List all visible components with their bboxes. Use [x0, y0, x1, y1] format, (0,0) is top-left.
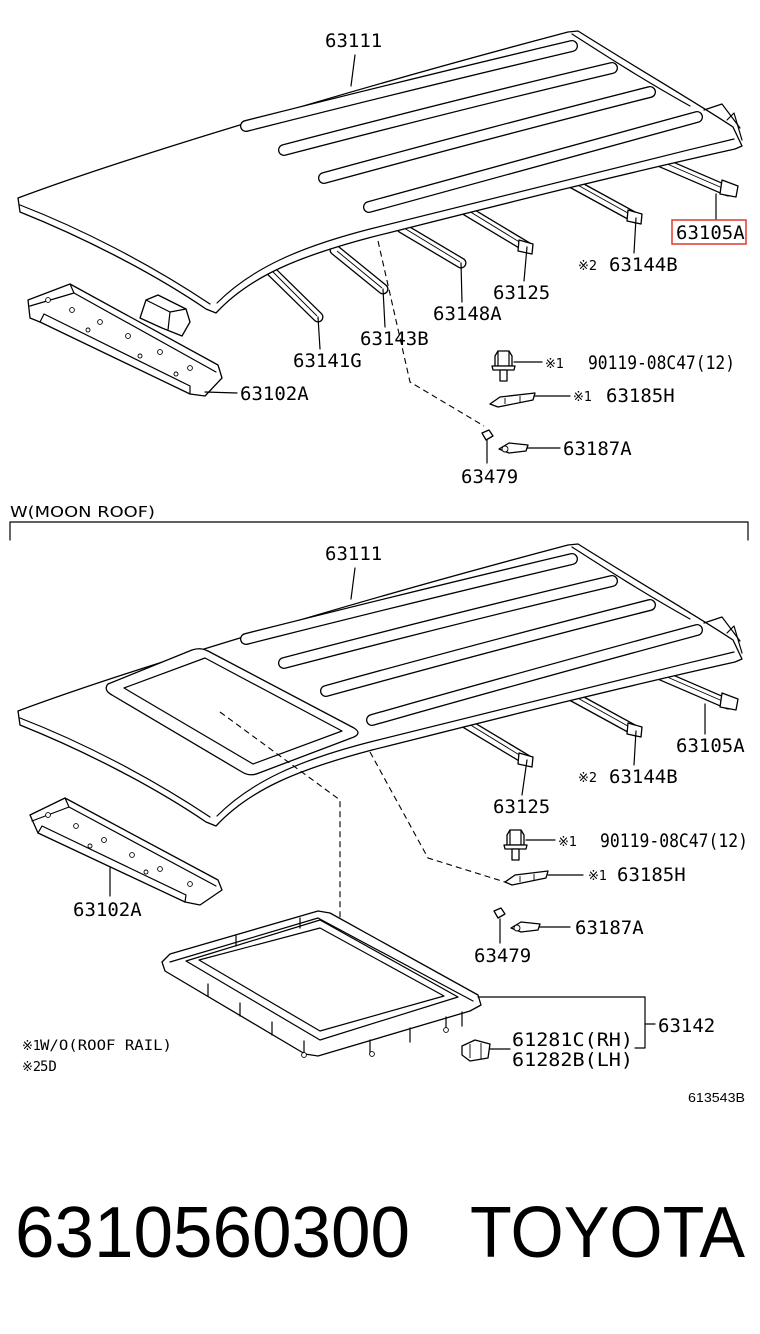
legend-notes: ※1 W/O(ROOF RAIL) ※2 5D: [22, 1038, 172, 1075]
sunroof-housing-63142: [161, 910, 482, 1058]
drain-clip: [461, 1039, 491, 1062]
assembly-line-top: [377, 240, 485, 427]
moon-roof-opening: [105, 648, 359, 776]
label-roof-bow-b: 63125: [493, 796, 550, 818]
label-clip-a: 63185H: [606, 385, 675, 407]
label-rear-roof-bow: 63105A: [676, 222, 745, 244]
label-bolt-mark: ※1: [545, 357, 564, 372]
note-text: 5D: [40, 1059, 57, 1075]
label-drain-clip-rh: 61281C(RH): [512, 1029, 633, 1051]
label-roof-bow-a-mark: ※2: [578, 771, 597, 786]
leader-lines-top: [204, 54, 717, 464]
label-clip-a: 63185H: [617, 864, 686, 886]
bottom-diagram: 63111 63105A ※2 63144B 63125 ※1 90119-08…: [17, 543, 748, 1071]
label-drain-clip-lh: 61282B(LH): [512, 1049, 633, 1071]
label-clip-c: 63479: [474, 945, 531, 967]
label-clip-b: 63187A: [563, 438, 632, 460]
label-clip-b: 63187A: [575, 917, 644, 939]
roof-panel-bottom: [17, 543, 743, 827]
assembly-line-bottom: [369, 751, 506, 883]
section-bracket: [9, 521, 749, 541]
roof-slots-bottom: [240, 553, 703, 726]
label-bolt: 90119-08C47(12): [588, 352, 735, 374]
bolt-bottom: [503, 829, 528, 861]
note-mark: ※1: [22, 1039, 41, 1054]
label-roof-bow-d: 63143B: [360, 328, 429, 350]
top-diagram: 63111 63105A ※2 63144B 63125 63148A 6314…: [17, 30, 747, 488]
roof-bow-63144b-bottom: [566, 690, 643, 738]
bolt-top: [491, 350, 516, 382]
part-number-text: 6310560300: [15, 1193, 410, 1273]
leader-lines-bottom: [109, 567, 706, 1050]
label-clip-c: 63479: [461, 466, 518, 488]
label-roof-bow-a-mark: ※2: [578, 259, 597, 274]
label-roof-bow-e: 63141G: [293, 350, 362, 372]
brand-text: TOYOTA: [470, 1193, 745, 1273]
front-header-63102a-top: [27, 283, 223, 397]
roof-panel-top: [17, 30, 743, 314]
label-front-header: 63102A: [73, 899, 142, 921]
label-clip-a-mark: ※1: [573, 390, 592, 405]
diagram-id: 613543B: [688, 1090, 745, 1105]
section-title: W(MOON ROOF): [10, 503, 155, 521]
roof-bow-63105a-bottom: [650, 667, 739, 711]
roof-bow-63141g-top: [260, 260, 324, 323]
label-roof-bow-a: 63144B: [609, 766, 678, 788]
clip-63187a-bottom: [510, 921, 541, 933]
note-mark: ※2: [22, 1060, 41, 1075]
highlight-box: [671, 219, 747, 245]
label-clip-a-mark: ※1: [588, 869, 607, 884]
roof-bow-63105a-top: [650, 154, 739, 198]
roof-slots-top: [240, 40, 703, 213]
clip-63185h-bottom: [504, 870, 549, 886]
label-roof-bow-b: 63125: [493, 282, 550, 304]
label-roof-bow-c: 63148A: [433, 303, 502, 325]
roof-bow-63144b-top: [566, 177, 643, 225]
roof-bow-63148a-top: [396, 222, 467, 269]
label-front-header: 63102A: [240, 383, 309, 405]
label-roof-panel: 63111: [325, 30, 382, 52]
clip-63187a-top: [498, 442, 529, 454]
roof-bow-63125-bottom: [456, 715, 534, 768]
clip-63479-bottom: [493, 907, 506, 919]
clip-63185h-top: [489, 392, 536, 408]
clip-63479-top: [481, 429, 494, 441]
label-sunroof-housing: 63142: [658, 1015, 715, 1037]
label-bolt-mark: ※1: [558, 835, 577, 850]
front-header-63102a-bottom: [29, 797, 223, 906]
label-roof-panel: 63111: [325, 543, 382, 565]
note-text: W/O(ROOF RAIL): [40, 1038, 172, 1054]
roof-bow-63125-top: [456, 202, 534, 255]
moon-roof-section-header: W(MOON ROOF): [9, 503, 749, 541]
label-bolt: 90119-08C47(12): [600, 830, 748, 852]
label-roof-bow-a: 63144B: [609, 254, 678, 276]
roof-bow-63143b-top: [329, 244, 389, 295]
label-rear-roof-bow: 63105A: [676, 735, 745, 757]
